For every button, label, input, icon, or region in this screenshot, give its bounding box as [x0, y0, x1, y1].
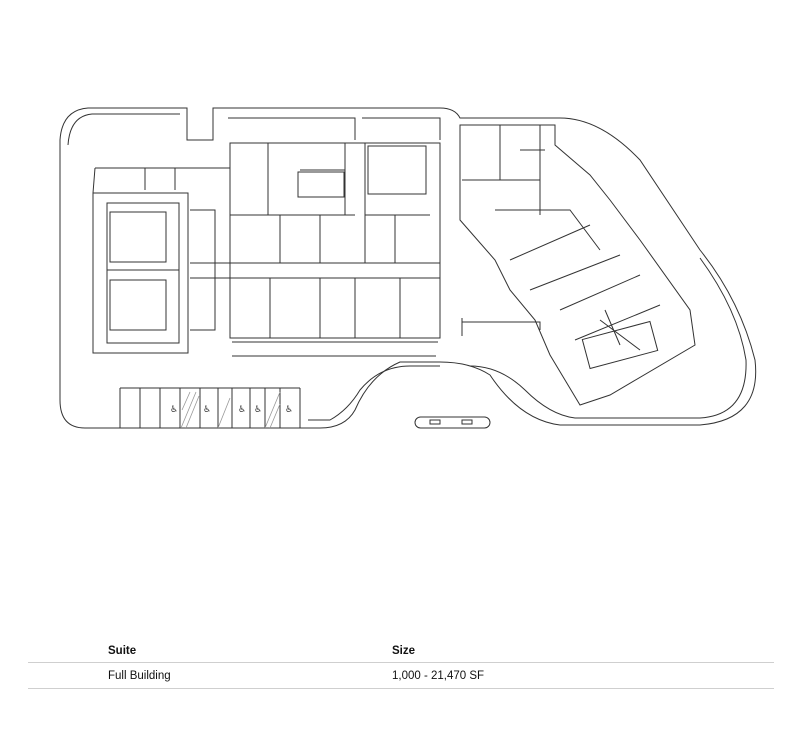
floor-plan: ♿ ♿ ♿ ♿ ♿ — [59, 107, 757, 429]
svg-text:♿: ♿ — [238, 405, 246, 415]
west-wing — [92, 192, 189, 354]
central-wing — [229, 142, 441, 339]
table-header: Suite Size — [28, 640, 774, 663]
suite-table: Suite Size Full Building 1,000 - 21,470 … — [28, 640, 774, 689]
table-row: Full Building 1,000 - 21,470 SF — [28, 663, 774, 689]
east-wing — [459, 124, 696, 406]
svg-text:♿: ♿ — [254, 405, 262, 415]
svg-text:♿: ♿ — [285, 405, 293, 415]
cell-suite: Full Building — [108, 669, 171, 682]
header-suite: Suite — [108, 645, 137, 657]
header-size: Size — [392, 645, 416, 657]
site-outline — [59, 107, 757, 429]
svg-text:♿: ♿ — [203, 405, 211, 415]
drop-off-island — [414, 416, 491, 429]
parking-lot — [119, 387, 301, 428]
svg-text:♿: ♿ — [170, 405, 178, 415]
cell-size: 1,000 - 21,470 SF — [392, 669, 485, 682]
